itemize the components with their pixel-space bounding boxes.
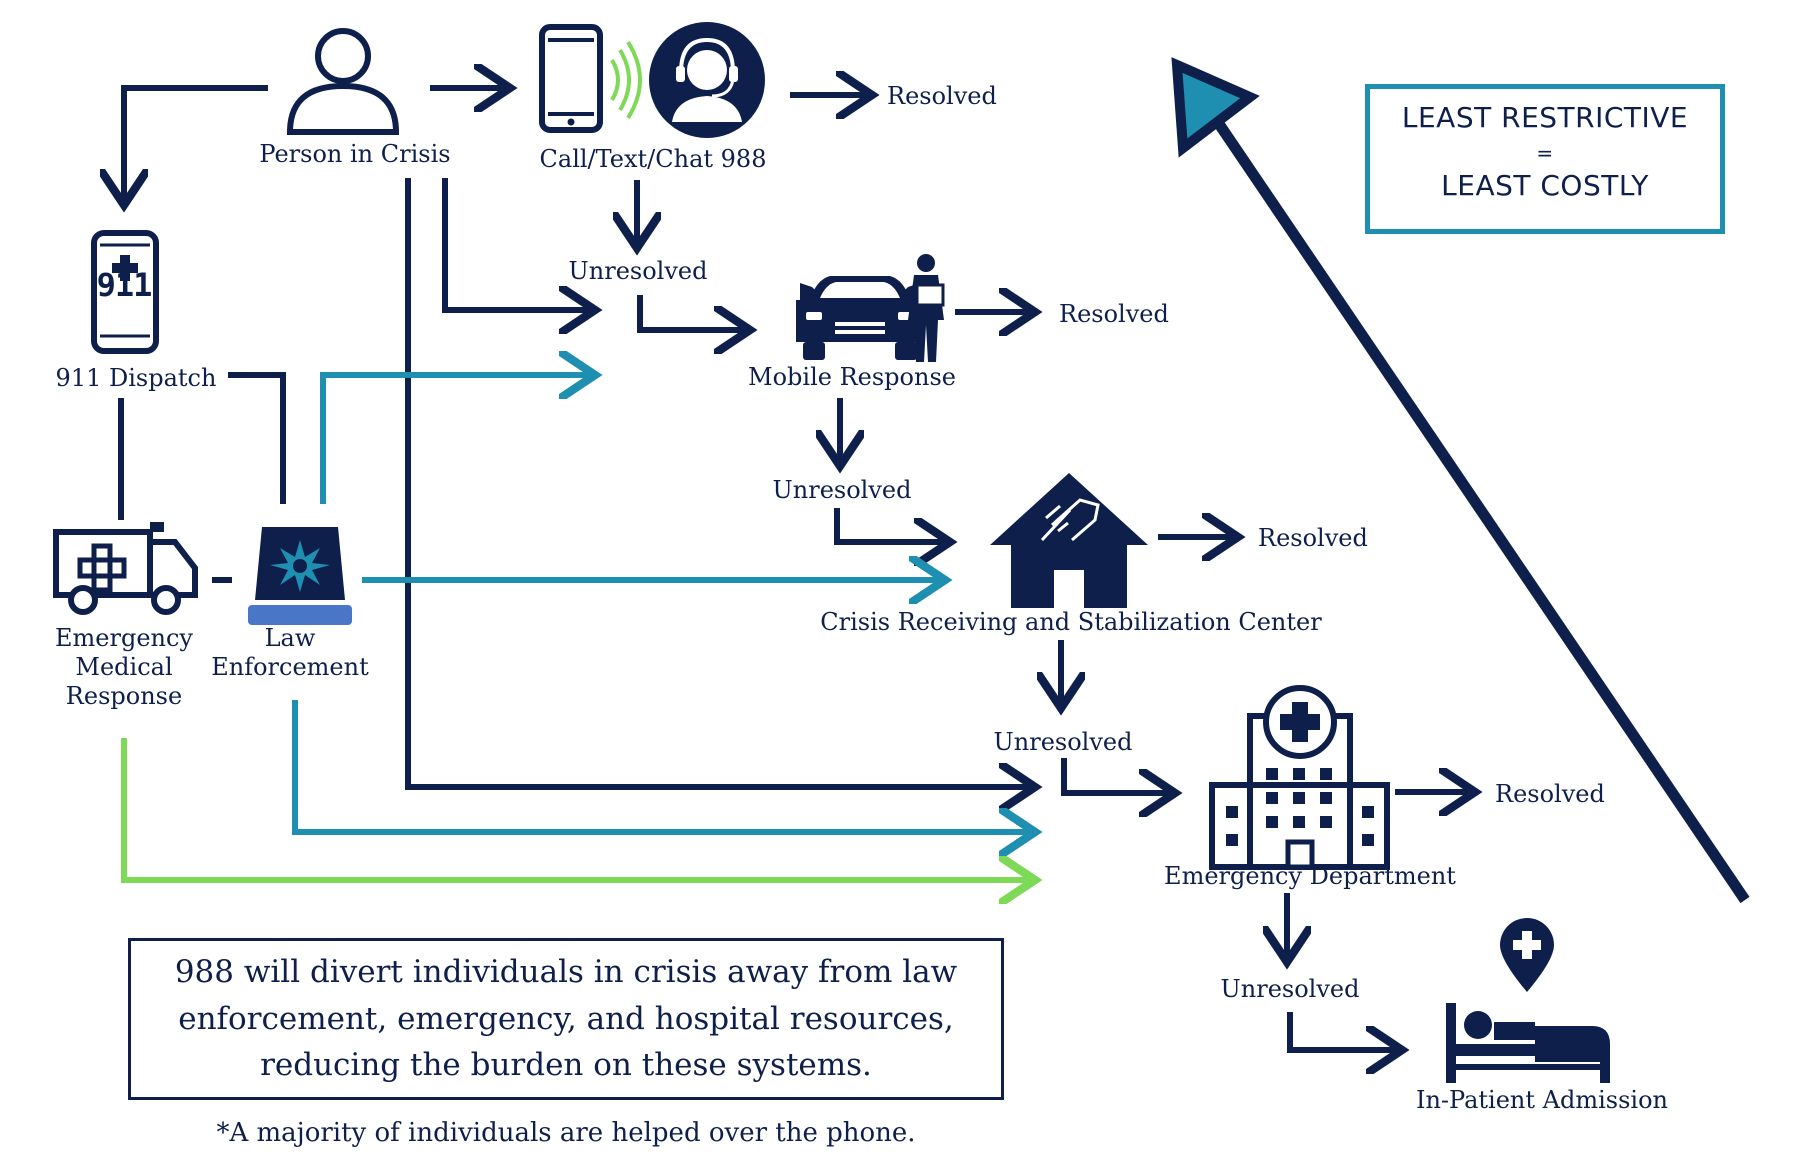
mobile-response-label: Mobile Response [748, 363, 956, 391]
house-hands-icon [990, 473, 1148, 608]
arrow-law-to-ed [292, 700, 1035, 832]
headset-agent-icon [649, 22, 765, 138]
unresolved-label: Unresolved [772, 476, 912, 504]
arrow-unresolved-to-center [834, 508, 950, 542]
equals-sign: = [1536, 140, 1554, 165]
ems-label-line: Medical [75, 652, 173, 681]
law-label-line: Law [264, 624, 316, 652]
arrow-person-to-mobile [442, 178, 595, 310]
emergency-department-label: Emergency Department [1164, 862, 1456, 890]
resolved-label: Resolved [887, 82, 997, 110]
person-icon [286, 28, 400, 135]
diversion-note-text: 988 will divert individuals in crisis aw… [174, 954, 958, 1084]
car-icon [796, 276, 924, 360]
arrow-law-to-mobile [320, 375, 595, 504]
arrow-person-to-ed [405, 178, 1035, 787]
arrow-unresolved-to-mobile [637, 295, 750, 330]
least-costly-text: LEAST COSTLY [1441, 168, 1649, 202]
location-pin-plus-icon [1500, 918, 1554, 992]
unresolved-label: Unresolved [568, 257, 708, 285]
ems-label: Emergency Medical Response [44, 624, 204, 710]
ambulance-icon [53, 522, 198, 615]
911-dispatch-label: 911 Dispatch [55, 364, 217, 392]
inpatient-admission-label: In-Patient Admission [1415, 1086, 1669, 1114]
restrictiveness-arrow [1171, 57, 1750, 904]
police-siren-icon [248, 527, 352, 625]
phone-911-icon [91, 230, 159, 354]
law-enforcement-label: Law Enforcement [205, 624, 375, 682]
footnote: *A majority of individuals are helped ov… [216, 1118, 916, 1148]
least-restrictive-text: LEAST RESTRICTIVE [1401, 101, 1689, 134]
resolved-label: Resolved [1059, 300, 1169, 328]
least-restrictive-box: LEAST RESTRICTIVE = LEAST COSTLY [1365, 84, 1725, 234]
arrow-unresolved-to-ed [1061, 758, 1175, 793]
arrow-ems-to-ed [121, 738, 1035, 880]
line-911-to-law [228, 372, 286, 504]
arrow-triangle-icon [1171, 57, 1260, 158]
navy-connectors [121, 88, 1475, 1050]
law-label-line: Enforcement [211, 652, 369, 681]
unresolved-label: Unresolved [1220, 975, 1360, 1003]
responder-icon [908, 254, 945, 362]
ems-label-line: Emergency [55, 624, 193, 652]
crisis-center-label: Crisis Receiving and Stabilization Cente… [820, 608, 1322, 636]
green-connectors [121, 738, 1035, 880]
resolved-label: Resolved [1258, 524, 1368, 552]
phone-911-text: 911 [96, 266, 153, 304]
person-in-crisis-label: Person in Crisis [259, 140, 451, 168]
diversion-note-box: 988 will divert individuals in crisis aw… [128, 938, 1004, 1100]
arrow-person-to-911 [124, 85, 268, 205]
hospital-icon [1209, 685, 1390, 870]
ems-label-line: Response [65, 681, 183, 710]
hospital-bed-icon [1446, 1003, 1610, 1083]
arrow-unresolved-to-inpatient [1287, 1012, 1402, 1050]
teal-connectors [292, 375, 1035, 832]
resolved-label: Resolved [1495, 780, 1605, 808]
smartphone-icon [539, 24, 642, 133]
unresolved-label: Unresolved [993, 728, 1133, 756]
call-988-label: Call/Text/Chat 988 [539, 145, 767, 173]
